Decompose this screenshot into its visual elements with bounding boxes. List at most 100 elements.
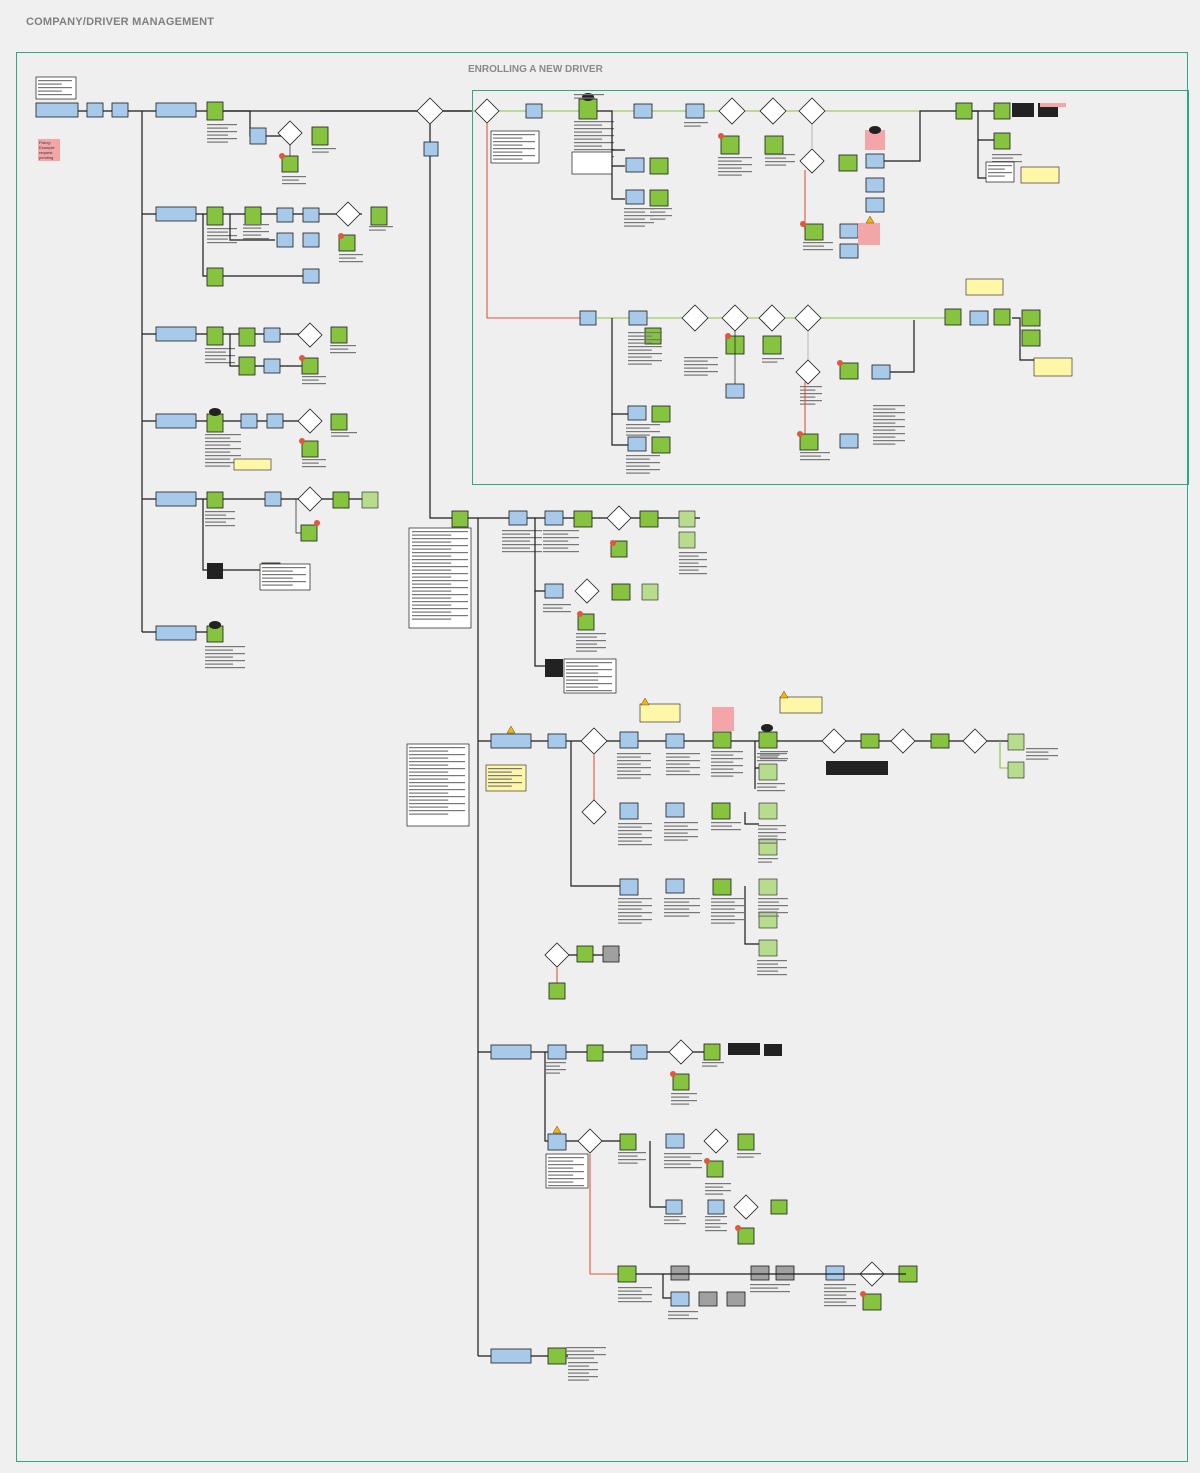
screenshot-thumbnail — [545, 659, 563, 677]
note-text — [666, 753, 700, 755]
note-text — [488, 785, 512, 787]
decision — [799, 148, 825, 174]
decision — [580, 727, 608, 755]
note-text — [331, 432, 357, 434]
screen — [548, 982, 566, 1000]
note-text — [628, 346, 662, 348]
note-text — [302, 466, 326, 468]
inactive-step — [750, 1265, 770, 1281]
note-text — [626, 424, 660, 426]
note-text — [664, 908, 690, 910]
note-text — [757, 753, 787, 755]
note-text — [758, 912, 788, 914]
screen — [578, 98, 598, 120]
flow-connector — [611, 150, 625, 167]
error-icon — [299, 438, 305, 444]
note-text — [705, 1230, 727, 1232]
note-text — [702, 1065, 718, 1067]
note-text — [576, 633, 606, 635]
note-text — [750, 1284, 790, 1286]
screen — [1007, 733, 1025, 751]
note-text — [988, 168, 1005, 170]
note-text — [666, 774, 700, 776]
decision — [297, 322, 323, 348]
decision — [721, 304, 749, 332]
note-text — [574, 145, 602, 147]
note-text — [412, 604, 452, 606]
note-text — [409, 750, 449, 752]
screen — [678, 510, 696, 528]
error-icon — [800, 221, 806, 227]
screen — [758, 731, 778, 749]
note-text — [711, 822, 741, 824]
note-text — [546, 1065, 560, 1067]
screen — [706, 1160, 724, 1178]
screen — [862, 1293, 882, 1311]
note-text — [762, 358, 784, 360]
note-text — [330, 348, 349, 350]
note-text — [207, 127, 228, 129]
note-text — [262, 577, 293, 579]
note-text — [992, 154, 1022, 156]
screen — [301, 440, 319, 458]
note-text — [543, 547, 569, 549]
note-text — [205, 348, 235, 350]
note-text — [574, 138, 602, 140]
process-step — [665, 1133, 685, 1149]
note-text — [758, 832, 786, 834]
note-text — [412, 587, 468, 589]
screen — [930, 733, 950, 749]
note-text — [205, 656, 233, 658]
process-step — [865, 153, 885, 169]
decision — [335, 201, 361, 227]
note-text — [760, 751, 788, 753]
process-step — [263, 358, 281, 374]
process-step — [155, 102, 197, 118]
note-text — [618, 908, 642, 910]
decision — [794, 304, 822, 332]
screen — [361, 491, 379, 509]
process-step — [665, 878, 685, 894]
inactive-step — [698, 1291, 718, 1307]
flow-connector — [1012, 317, 1038, 361]
note-text — [758, 908, 779, 910]
screen — [711, 802, 731, 820]
note-text — [618, 1162, 638, 1164]
error-icon — [314, 520, 320, 526]
note — [1020, 166, 1060, 184]
note-text — [757, 967, 787, 969]
note-text — [543, 530, 579, 532]
note-text — [412, 569, 452, 571]
screen — [770, 1199, 788, 1215]
note-text — [412, 618, 452, 620]
note-text — [650, 208, 672, 210]
note-text — [628, 335, 652, 337]
error-icon — [860, 1291, 866, 1297]
note-text — [38, 90, 62, 92]
note-text — [718, 171, 752, 173]
screen — [993, 132, 1011, 150]
note-text — [758, 861, 772, 863]
note-text — [664, 1153, 702, 1155]
screen — [206, 326, 224, 346]
note-text — [548, 1178, 584, 1180]
screen — [758, 838, 778, 856]
note-text — [988, 172, 1012, 174]
cloud-icon — [761, 724, 773, 732]
note-text — [664, 839, 688, 841]
process-step — [111, 102, 129, 118]
note-text — [205, 455, 241, 457]
process-step — [865, 177, 885, 193]
note — [779, 696, 823, 714]
flow-connector — [611, 318, 628, 415]
note-text — [205, 660, 245, 662]
note-text — [38, 87, 72, 89]
note-text — [624, 211, 645, 213]
text-note — [571, 151, 613, 175]
note-text — [409, 757, 449, 759]
screen — [839, 362, 859, 380]
screen — [206, 101, 224, 121]
process-step — [525, 103, 543, 119]
note-text — [666, 756, 690, 758]
enrollment-subframe — [472, 90, 1189, 485]
